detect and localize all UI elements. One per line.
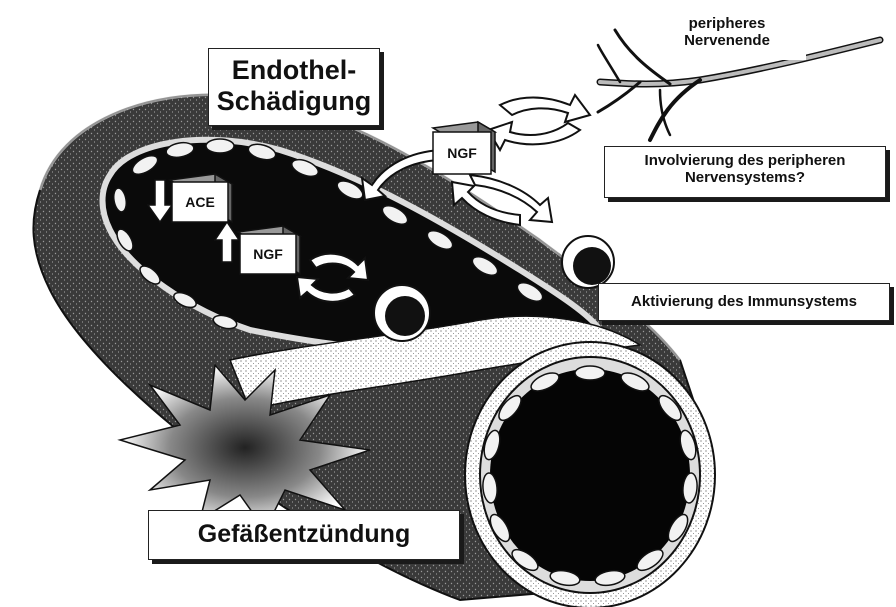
peripheral-involvement-text: Involvierung des peripheren Nervensystem… — [645, 152, 846, 186]
vessel-inflammation-label: Gefäßentzündung — [148, 510, 460, 560]
nerve-ending-text: peripheres Nervenende — [684, 15, 770, 49]
nerve-ending-label: peripheres Nervenende — [648, 12, 806, 60]
peripheral-involvement-label: Involvierung des peripheren Nervensystem… — [604, 146, 886, 198]
ace-cube: ACE — [170, 174, 232, 222]
endothel-damage-label: Endothel- Schädigung — [208, 48, 380, 126]
immune-activation-label: Aktivierung des Immunsystems — [598, 283, 890, 321]
vessel-inflammation-text: Gefäßentzündung — [198, 520, 410, 548]
ngf-inside-text: NGF — [253, 246, 283, 262]
vessel-cross-section — [465, 342, 715, 607]
immune-activation-text: Aktivierung des Immunsystems — [631, 293, 857, 310]
ngf-cube-inside: NGF — [238, 226, 300, 274]
ngf-cube-outside: NGF — [433, 122, 495, 178]
immune-cell-lumen — [374, 285, 430, 341]
endothel-damage-text: Endothel- Schädigung — [217, 55, 372, 116]
ngf-outside-text: NGF — [447, 145, 477, 161]
immune-cell-outer — [562, 236, 614, 288]
ace-text: ACE — [185, 194, 215, 210]
